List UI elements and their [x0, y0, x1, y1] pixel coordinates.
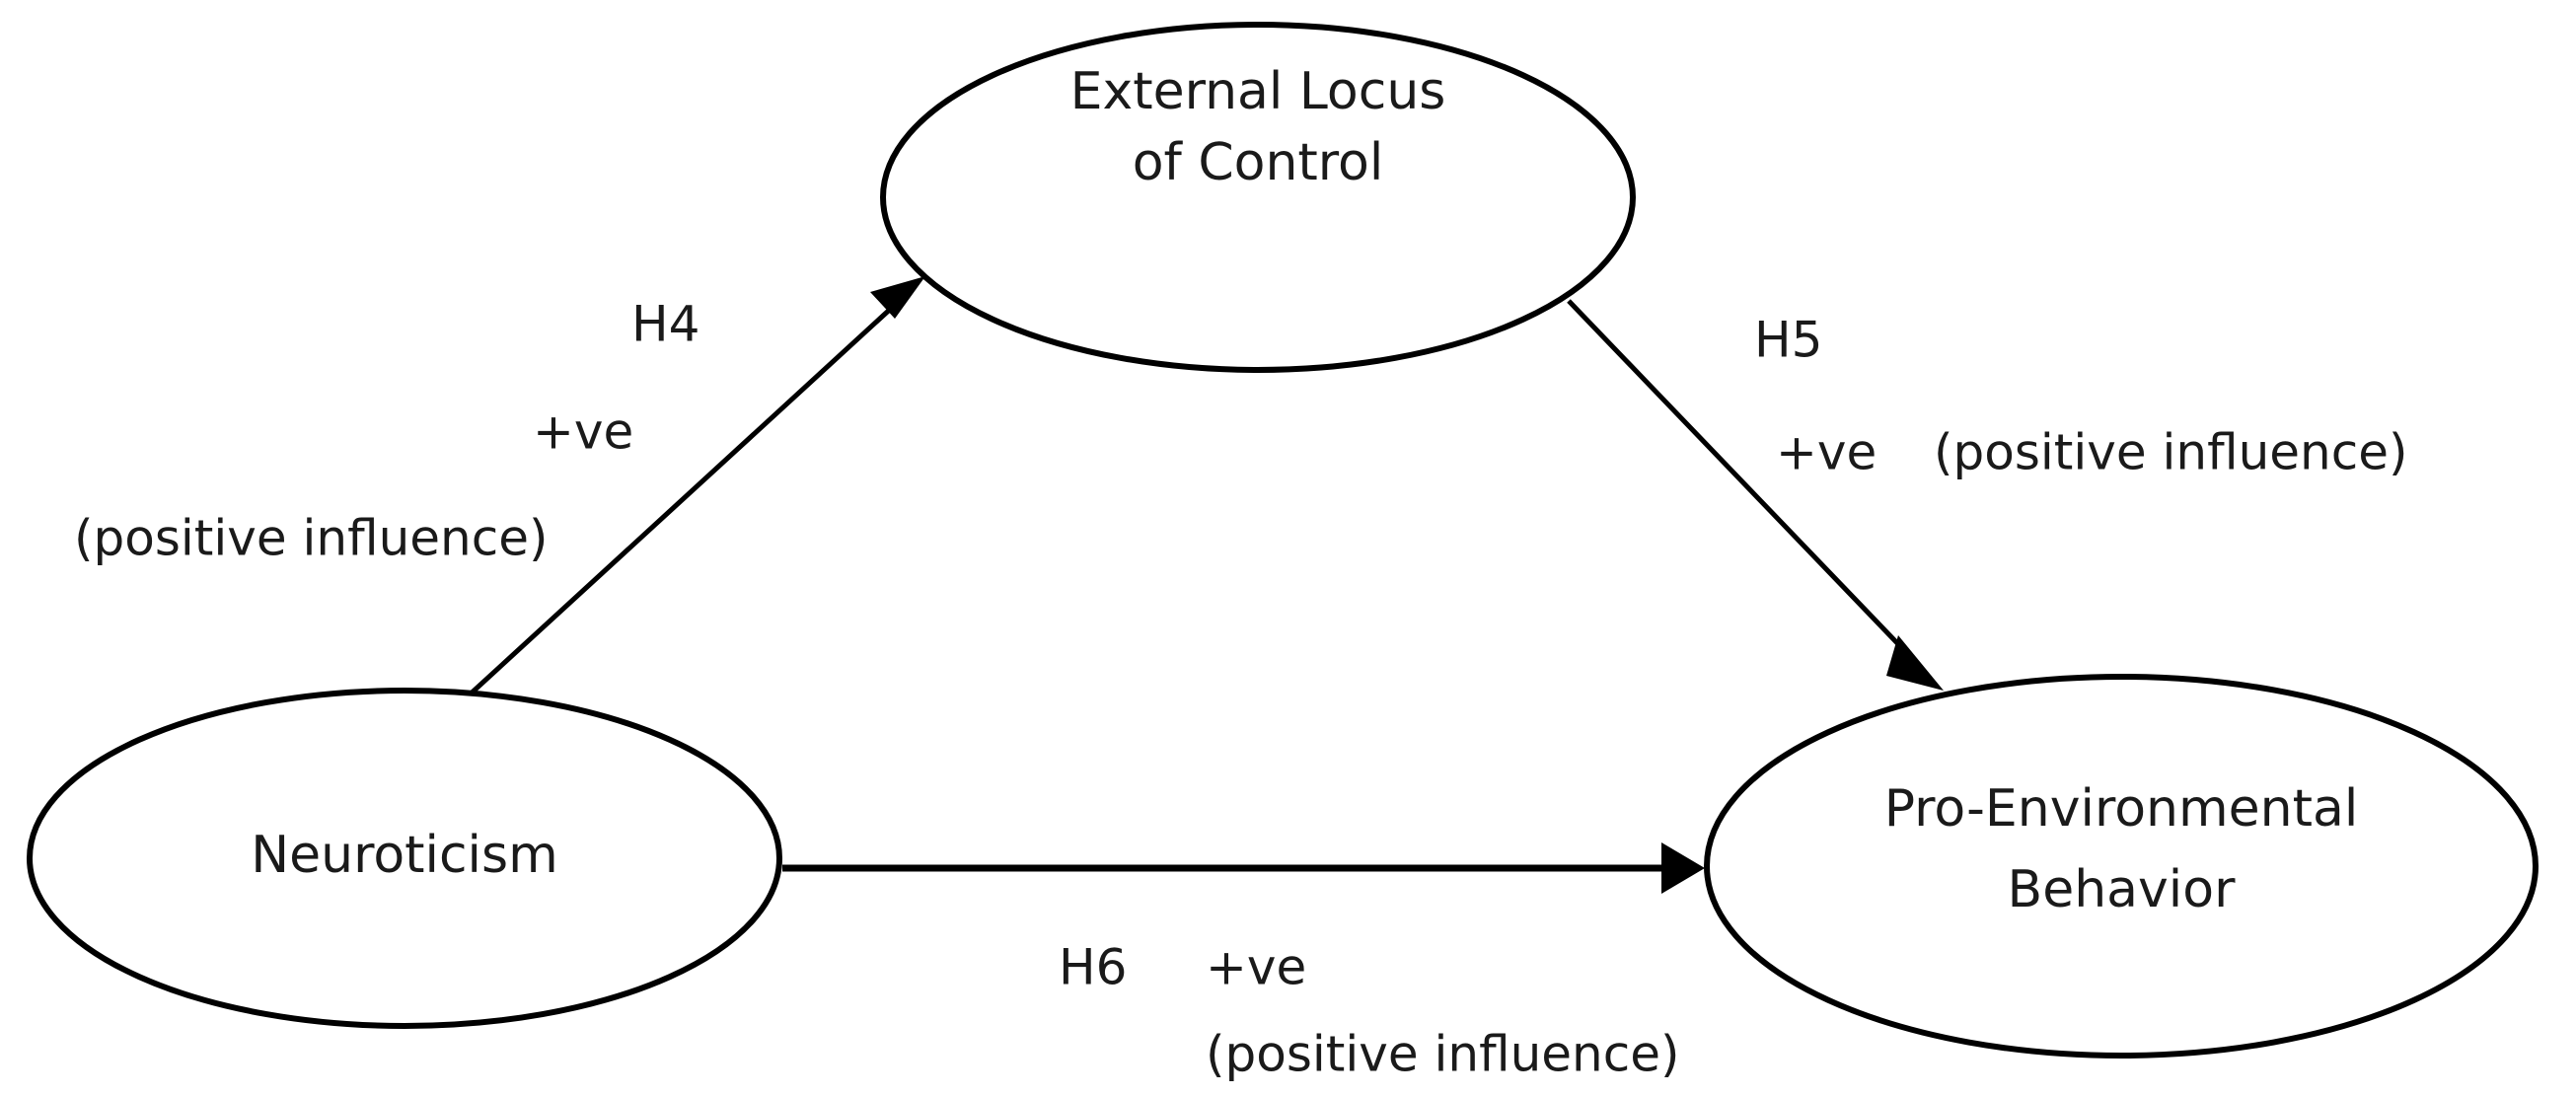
edge-h4-hypothesis-label: H4: [631, 296, 699, 353]
node-neuroticism-shape[interactable]: [27, 688, 782, 1029]
edge-h4-arrowhead-icon: [870, 276, 925, 319]
node-pro-environmental-behavior-shape[interactable]: [1704, 674, 2539, 1059]
edge-h5-annotation-label: (positive influence): [1934, 424, 2408, 481]
edge-h6-arrowhead-icon: [1661, 842, 1705, 894]
edge-h4-labels: H4 +ve (positive influence): [74, 296, 699, 567]
node-pro-environmental-behavior[interactable]: Pro-Environmental Behavior: [1704, 674, 2539, 1059]
edge-h6-hypothesis-label: H6: [1059, 939, 1127, 996]
edge-h5: [1567, 299, 1944, 691]
edge-h5-sign-label: +ve: [1776, 424, 1877, 481]
edge-h5-arrowhead-icon: [1886, 635, 1944, 691]
edge-h4-sign-label: +ve: [533, 403, 633, 461]
edge-h4-annotation-label: (positive influence): [74, 510, 549, 567]
edge-h6-labels: H6 +ve (positive influence): [1059, 939, 1680, 1083]
node-external-locus-of-control[interactable]: External Locus of Control: [880, 22, 1636, 373]
node-external-locus-of-control-label-line2: of Control: [1133, 133, 1384, 192]
edge-h5-labels: H5 +ve (positive influence): [1754, 312, 2408, 481]
edge-h6-annotation-label: (positive influence): [1206, 1026, 1680, 1083]
edge-h4-line: [467, 293, 908, 697]
edge-h4: [467, 276, 925, 697]
node-pro-environmental-behavior-label-line2: Behavior: [2008, 860, 2237, 919]
edge-h6-sign-label: +ve: [1206, 939, 1306, 996]
edge-h5-hypothesis-label: H5: [1754, 312, 1822, 369]
node-neuroticism[interactable]: Neuroticism: [27, 688, 782, 1029]
node-external-locus-of-control-label-line1: External Locus: [1070, 62, 1446, 121]
node-neuroticism-label: Neuroticism: [251, 826, 558, 885]
edge-h5-line: [1567, 299, 1926, 673]
edge-h6: [782, 842, 1705, 894]
node-pro-environmental-behavior-label-line1: Pro-Environmental: [1884, 779, 2359, 839]
node-external-locus-of-control-shape[interactable]: [880, 22, 1636, 373]
